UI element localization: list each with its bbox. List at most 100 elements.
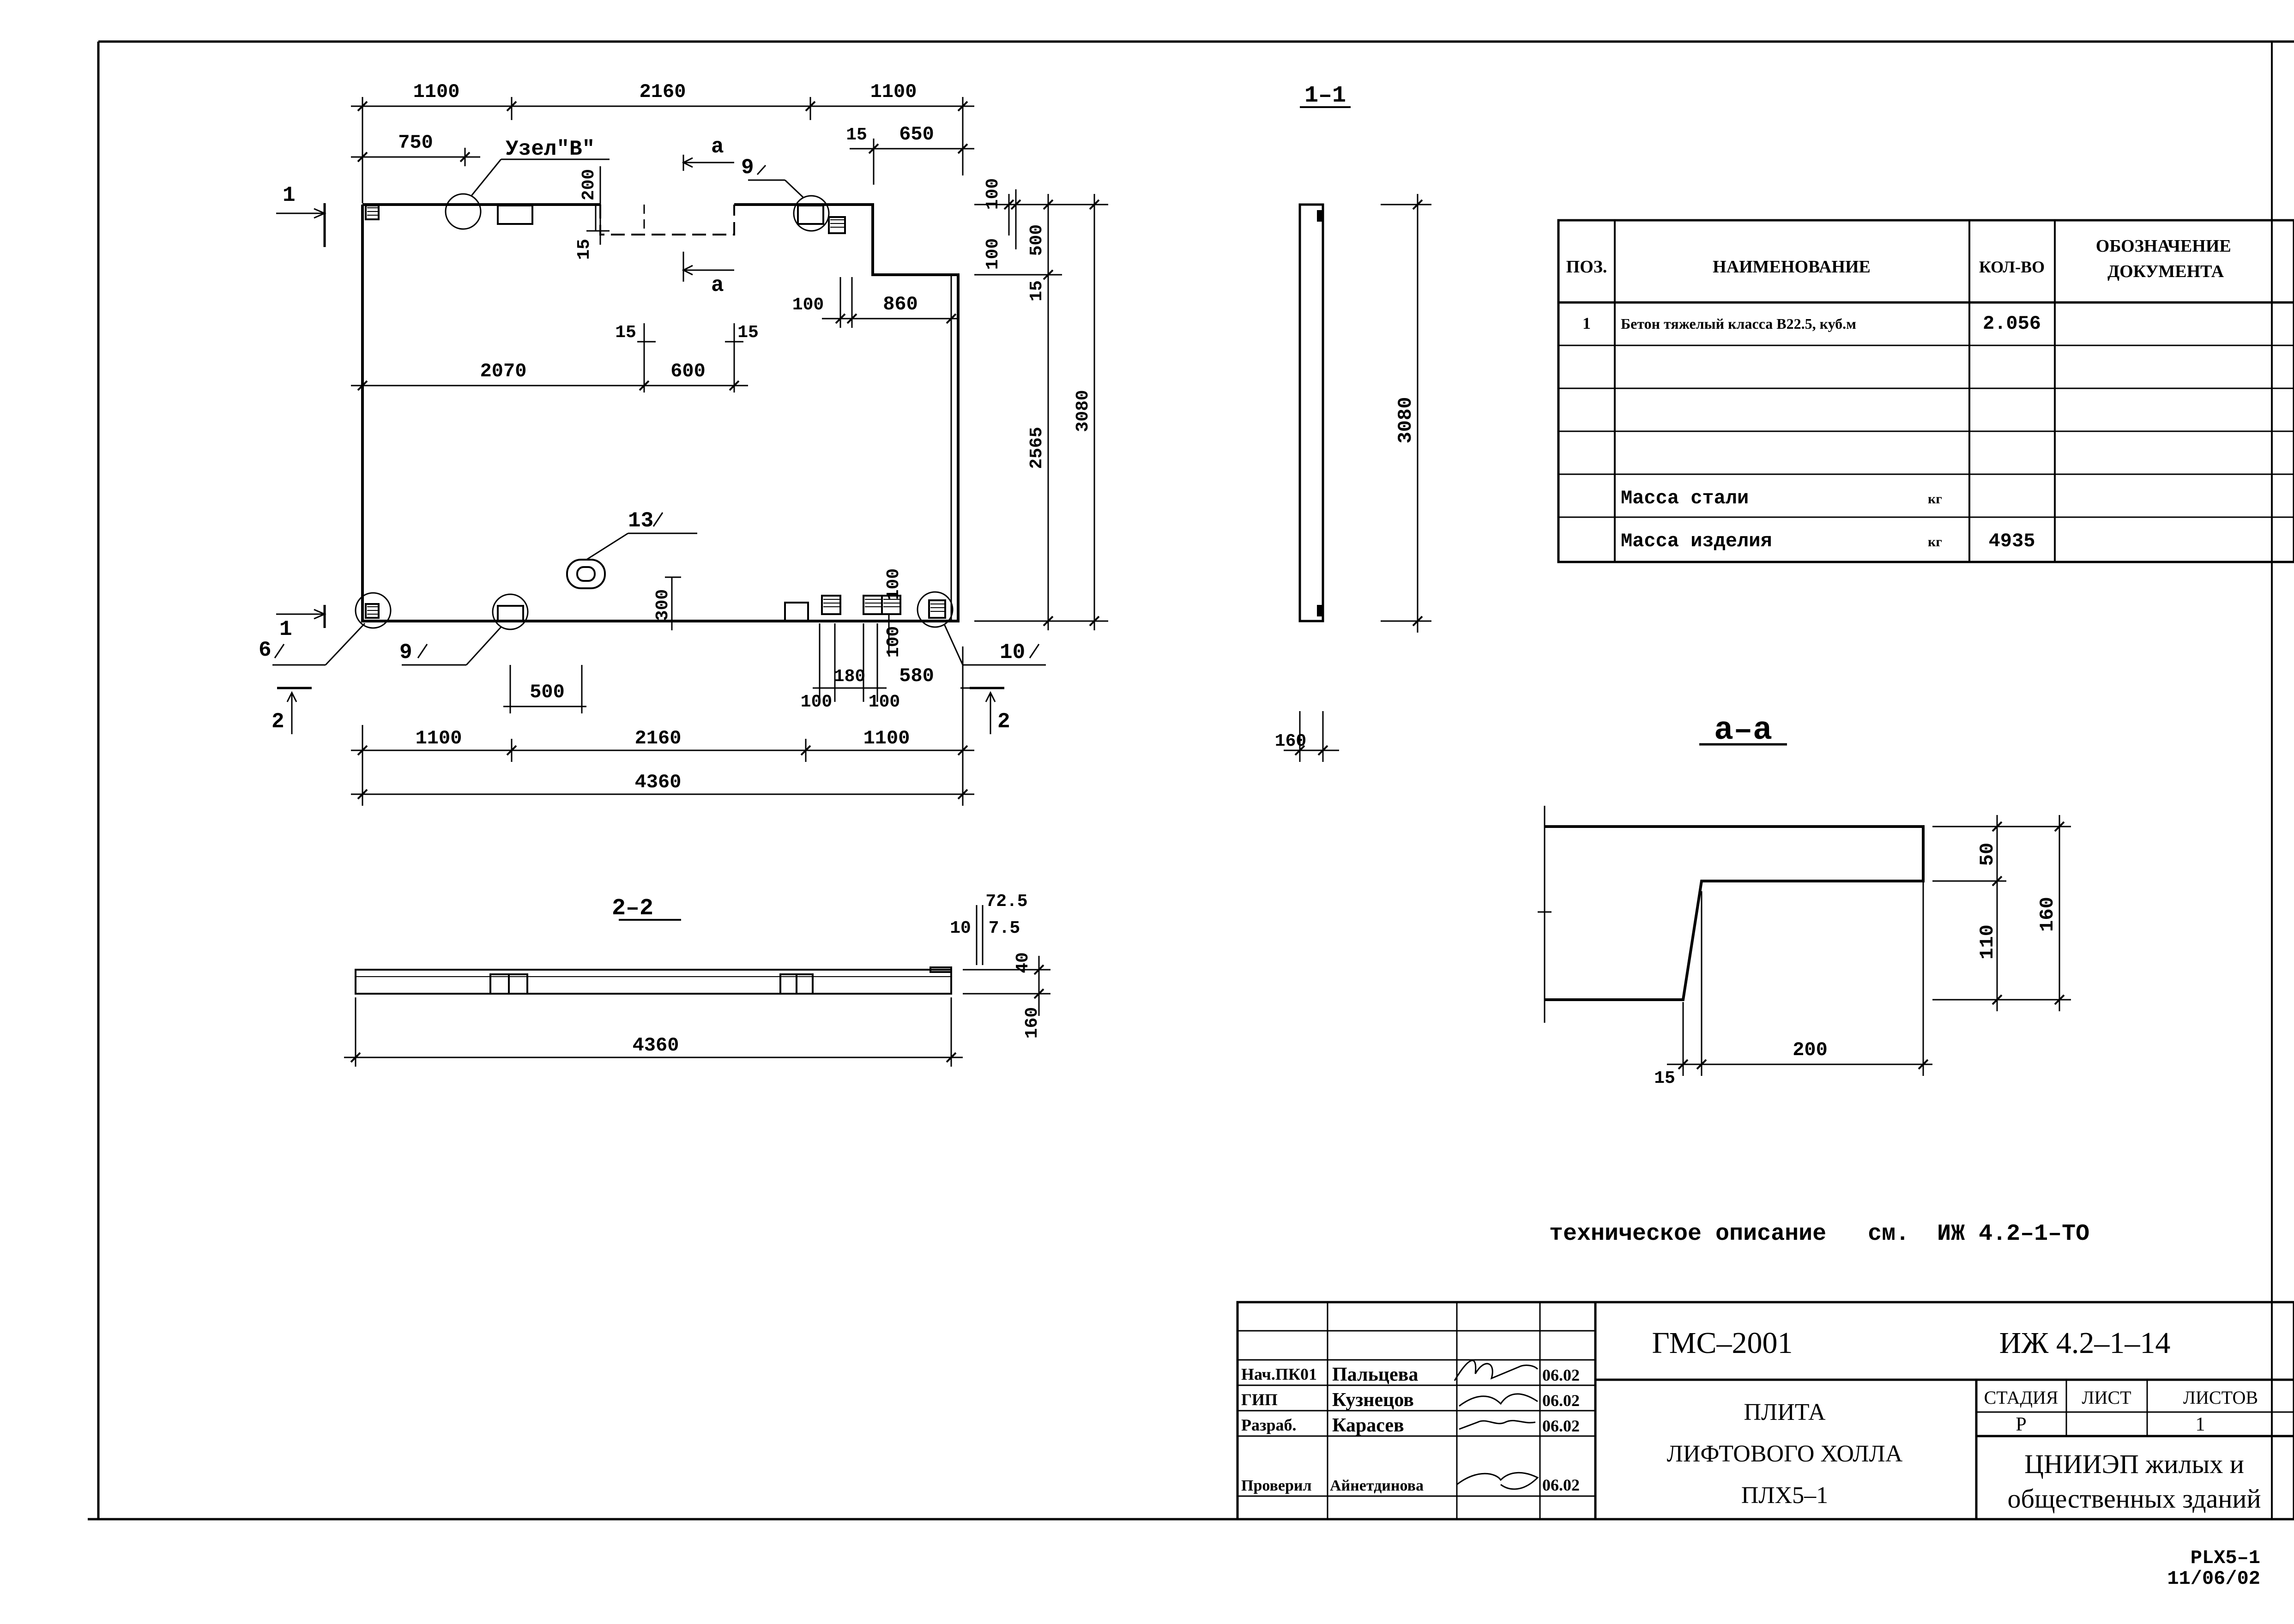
row5-name: Масса стали xyxy=(1621,487,1749,509)
th-qty: КОЛ-ВО xyxy=(1979,258,2045,276)
section-1-1: 1–1 3080 160 xyxy=(1275,83,1431,762)
th-pos: ПОЗ. xyxy=(1566,257,1607,277)
section-a-top-label: а xyxy=(711,135,724,159)
dim-15-a: 15 xyxy=(615,323,636,343)
row1-name: Бетон тяжелый класса В22.5, куб.м xyxy=(1621,315,1856,332)
dim-180: 180 xyxy=(834,667,865,687)
row6-unit: кг xyxy=(1928,534,1942,549)
dim-15-right: 15 xyxy=(1027,280,1047,302)
cut-1-top: 1 xyxy=(283,183,296,207)
dim-10: 10 xyxy=(950,918,971,938)
pos-10: 10 xyxy=(1000,640,1025,664)
footer-code: PLX5–1 xyxy=(2191,1547,2260,1569)
dim-2160-top: 2160 xyxy=(640,81,686,103)
staff-name-3: Карасев xyxy=(1332,1415,1404,1436)
section-a-bottom-label: а xyxy=(711,273,724,297)
staff-date-4: 06.02 xyxy=(1542,1476,1580,1494)
pos-9-top: 9 xyxy=(741,156,754,180)
title-block: Нач.ПК01 Пальцева 06.02 ГИП Кузнецов 06.… xyxy=(1236,1301,2294,1521)
staff-role-1: Нач.ПК01 xyxy=(1241,1365,1317,1383)
plan-view: 1100 2160 1100 750 650 2070 600 860 500 … xyxy=(259,81,1108,806)
signatures xyxy=(1454,1359,1539,1490)
dim-2070: 2070 xyxy=(480,360,527,382)
dim-500-right: 500 xyxy=(1027,224,1047,256)
section-1-1-title: 1–1 xyxy=(1304,83,1346,109)
staff-role-2: ГИП xyxy=(1241,1390,1278,1409)
sheets-value: 1 xyxy=(2196,1414,2205,1435)
product-line-3: ПЛХ5–1 xyxy=(1741,1482,1828,1509)
dim-100-bottom-left: 100 xyxy=(801,692,832,712)
dim-72-5: 72.5 xyxy=(985,892,1027,912)
staff-date-3: 06.02 xyxy=(1542,1417,1580,1435)
project-name: ГМС–2001 xyxy=(1652,1326,1793,1360)
dim-1100-top-right: 1100 xyxy=(870,81,917,103)
sheet-header: ЛИСТ xyxy=(2082,1387,2131,1408)
footer-date: 11/06/02 xyxy=(2167,1568,2260,1590)
dim-1100-bottom-left: 1100 xyxy=(416,727,462,749)
row1-pos: 1 xyxy=(1582,314,1591,332)
dim-110: 110 xyxy=(1976,924,1998,960)
dim-1100-top-left: 1100 xyxy=(413,81,460,103)
dim-160-section22: 160 xyxy=(1022,1007,1042,1038)
dim-100-vertical-2: 100 xyxy=(884,626,904,658)
dim-580: 580 xyxy=(899,665,934,687)
dim-100-bottom-right: 100 xyxy=(869,692,900,712)
dim-4360-section22: 4360 xyxy=(633,1034,679,1057)
staff-name-4: Айнетдинова xyxy=(1330,1477,1424,1494)
organization-line-1: ЦНИИЭП жилых и xyxy=(2024,1449,2244,1479)
dim-1100-bottom-right: 1100 xyxy=(863,727,910,749)
dim-15-aa: 15 xyxy=(1654,1069,1675,1088)
dim-2565: 2565 xyxy=(1027,427,1047,469)
cut-2-left: 2 xyxy=(272,710,284,734)
pos-6: 6 xyxy=(259,638,272,662)
th-doc: ОБОЗНАЧЕНИЕ ДОКУМЕНТА xyxy=(2096,236,2235,281)
dim-100-right-b: 100 xyxy=(983,238,1003,270)
staff-name-2: Кузнецов xyxy=(1332,1389,1414,1411)
dim-750: 750 xyxy=(398,132,433,154)
dim-200-aa: 200 xyxy=(1793,1039,1828,1061)
dim-600: 600 xyxy=(670,360,706,382)
row5-unit: кг xyxy=(1928,491,1942,507)
label-node-b: Узел"В" xyxy=(506,137,595,161)
pos-9-bottom: 9 xyxy=(399,640,412,664)
dim-200-vert: 200 xyxy=(579,169,599,200)
dim-40: 40 xyxy=(1013,952,1033,973)
dim-100-right-a: 100 xyxy=(983,178,1003,210)
dim-3080-plan: 3080 xyxy=(1073,390,1093,432)
row6-name: Масса изделия xyxy=(1621,530,1772,552)
dim-650: 650 xyxy=(899,123,934,145)
cut-1-bottom: 1 xyxy=(279,617,292,641)
cut-2-right: 2 xyxy=(997,710,1010,734)
organization-line-2: общественных зданий xyxy=(2007,1484,2261,1514)
section-a-a: а–а 50 110 160 15 xyxy=(1538,712,2071,1088)
staff-name-1: Пальцева xyxy=(1332,1364,1418,1385)
dim-100-mid: 100 xyxy=(792,295,824,315)
technical-description-note: техническое описание см. ИЖ 4.2–1–ТО xyxy=(1549,1221,2089,1247)
document-code: ИЖ 4.2–1–14 xyxy=(1999,1326,2171,1360)
dim-50: 50 xyxy=(1976,843,1998,866)
staff-role-3: Разраб. xyxy=(1241,1416,1296,1434)
product-line-2: ЛИФТОВОГО ХОЛЛА xyxy=(1667,1441,1903,1467)
dim-3080-section11: 3080 xyxy=(1395,397,1417,444)
pos-13: 13 xyxy=(628,509,653,533)
product-line-1: ПЛИТА xyxy=(1744,1399,1826,1425)
dim-2160-bottom: 2160 xyxy=(635,727,682,749)
stage-header: СТАДИЯ xyxy=(1984,1387,2059,1408)
dim-160-section11: 160 xyxy=(1275,731,1306,751)
dim-15-left-vert: 15 xyxy=(574,239,594,260)
stage-value: Р xyxy=(2016,1414,2026,1435)
dim-300: 300 xyxy=(653,589,673,621)
sheets-header: ЛИСТОВ xyxy=(2183,1387,2258,1408)
staff-date-1: 06.02 xyxy=(1542,1366,1580,1384)
th-name: НАИМЕНОВАНИЕ xyxy=(1713,257,1871,277)
dim-4360-total: 4360 xyxy=(635,771,682,793)
row6-qty: 4935 xyxy=(1989,530,2035,552)
dim-860: 860 xyxy=(883,293,918,315)
dim-100-vertical: 100 xyxy=(884,568,904,600)
staff-role-4: Проверил xyxy=(1241,1477,1312,1494)
section-2-2: 2–2 72.5 10 7.5 40 160 xyxy=(344,892,1050,1067)
dim-15-top: 15 xyxy=(846,125,867,145)
dim-500-bottom: 500 xyxy=(530,681,565,703)
dim-160-aa: 160 xyxy=(2036,897,2059,932)
